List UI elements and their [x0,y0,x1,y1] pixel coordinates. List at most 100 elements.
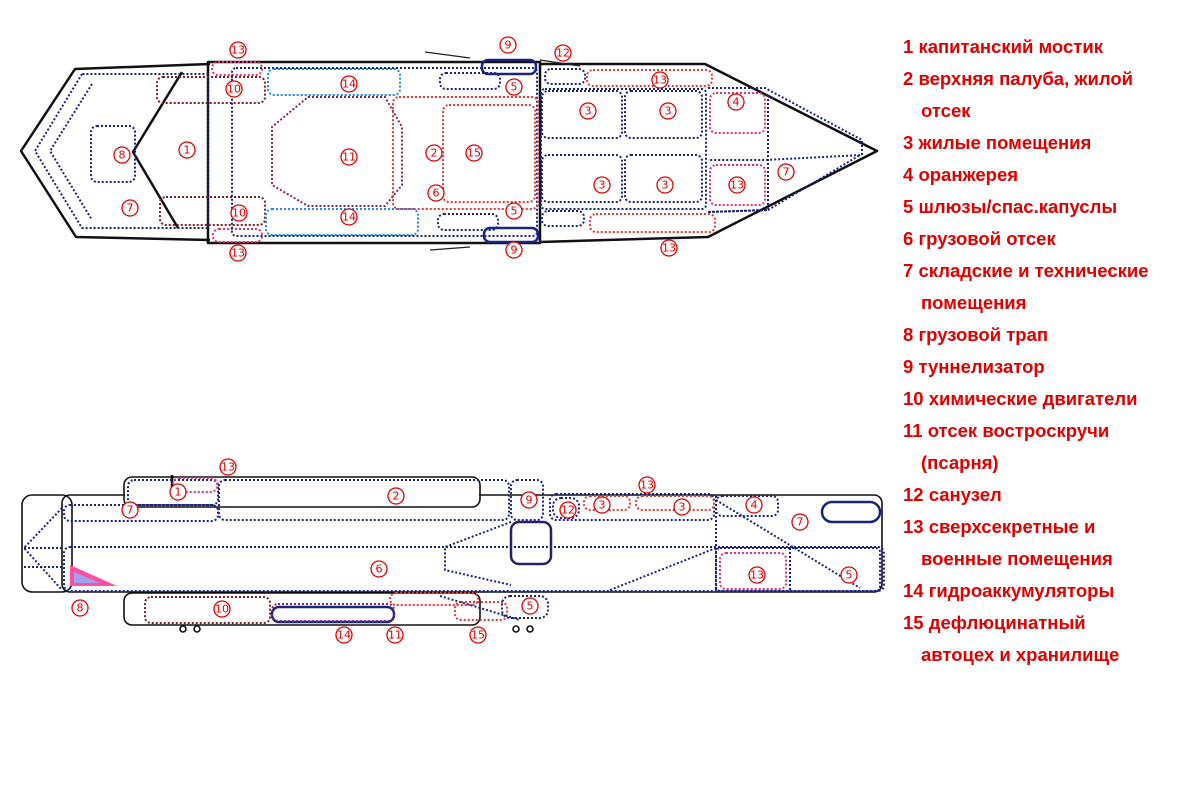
marker-13: 13 [638,476,656,494]
legend-item-11: 11 отсек востроскручи [903,418,1193,450]
legend-item-4: 4 оранжерея [903,162,1193,194]
svg-text:11: 11 [388,629,402,642]
legend-text-continuation: отсек [921,100,971,121]
svg-text:13: 13 [221,461,235,474]
svg-text:5: 5 [846,569,853,582]
legend-number: 5 [903,196,914,217]
svg-text:15: 15 [467,147,481,160]
svg-text:2: 2 [431,147,438,160]
marker-3: 3 [656,176,674,194]
marker-14: 14 [340,208,358,226]
svg-text:13: 13 [653,74,667,87]
top-view [19,51,879,251]
legend-text: оранжерея [918,164,1019,185]
svg-text:1: 1 [175,486,182,499]
marker-1: 1 [178,141,196,159]
svg-text:3: 3 [662,179,669,192]
svg-text:8: 8 [77,602,84,615]
side-view [21,475,885,633]
marker-3: 3 [673,498,691,516]
svg-text:13: 13 [662,242,676,255]
svg-text:5: 5 [511,81,518,94]
legend-item-2: 2 верхняя палуба, жилой [903,66,1193,98]
marker-8: 8 [113,146,131,164]
legend-item-8: 8 грузовой трап [903,322,1193,354]
legend-number: 15 [903,612,924,633]
marker-9: 9 [520,491,538,509]
svg-text:14: 14 [342,78,356,91]
svg-text:9: 9 [526,494,533,507]
legend-number: 8 [903,324,914,345]
marker-10: 10 [225,80,243,98]
legend-number: 14 [903,580,924,601]
svg-text:5: 5 [511,205,518,218]
marker-10: 10 [230,204,248,222]
legend-number: 10 [903,388,924,409]
marker-5: 5 [505,78,523,96]
marker-12: 12 [559,501,577,519]
legend-number: 1 [903,36,914,57]
svg-text:15: 15 [471,629,485,642]
svg-text:12: 12 [561,504,575,517]
legend-text-continuation: помещения [921,292,1027,313]
marker-3: 3 [579,102,597,120]
legend-number: 3 [903,132,914,153]
svg-text:13: 13 [730,179,744,192]
legend-text: дефлюцинатный [928,612,1086,633]
marker-11: 11 [386,626,404,644]
marker-13: 13 [728,176,746,194]
svg-text:7: 7 [127,504,134,517]
legend-item-7: 7 складские и технические [903,258,1193,290]
legend-text: верхняя палуба, жилой [918,68,1134,89]
legend-number: 9 [903,356,914,377]
marker-11: 11 [340,148,358,166]
legend-item-9: 9 туннелизатор [903,354,1193,386]
legend-text: жилые помещения [918,132,1092,153]
marker-4: 4 [727,93,745,111]
legend-number: 2 [903,68,914,89]
svg-text:7: 7 [797,516,804,529]
svg-text:13: 13 [231,247,245,260]
marker-13: 13 [651,71,669,89]
svg-text:10: 10 [215,603,229,616]
marker-5: 5 [840,566,858,584]
legend-text-continuation: автоцех и хранилище [921,644,1120,665]
legend-item-13: 13 сверхсекретные и [903,514,1193,546]
svg-text:4: 4 [733,96,740,109]
legend-text: грузовой отсек [918,228,1056,249]
marker-15: 15 [465,144,483,162]
svg-text:3: 3 [599,499,606,512]
legend-number: 4 [903,164,914,185]
legend-text: гидроаккумуляторы [928,580,1115,601]
legend-number: 7 [903,260,914,281]
marker-3: 3 [659,102,677,120]
legend-item-3: 3 жилые помещения [903,130,1193,162]
marker-7: 7 [777,163,795,181]
legend-number: 12 [903,484,924,505]
legend-item-14: 14 гидроаккумуляторы [903,578,1193,610]
marker-10: 10 [213,600,231,618]
top-bow-hull [539,62,879,244]
legend-item-10: 10 химические двигатели [903,386,1193,418]
legend-item-6: 6 грузовой отсек [903,226,1193,258]
legend-text: складские и технические [918,260,1149,281]
legend-number: 13 [903,516,924,537]
legend-text: химические двигатели [928,388,1138,409]
top-mid-hull [206,60,542,245]
svg-text:3: 3 [679,501,686,514]
svg-text:2: 2 [393,490,400,503]
marker-13: 13 [229,41,247,59]
svg-text:7: 7 [783,166,790,179]
legend-text-continuation: (псарня) [921,452,999,473]
marker-4: 4 [745,496,763,514]
legend-number: 11 [903,420,923,441]
legend-text: грузовой трап [918,324,1049,345]
svg-text:11: 11 [342,151,356,164]
svg-text:6: 6 [433,187,440,200]
legend-text: санузел [928,484,1002,505]
svg-text:13: 13 [750,569,764,582]
marker-9: 9 [505,241,523,259]
svg-text:13: 13 [231,44,245,57]
marker-14: 14 [335,626,353,644]
